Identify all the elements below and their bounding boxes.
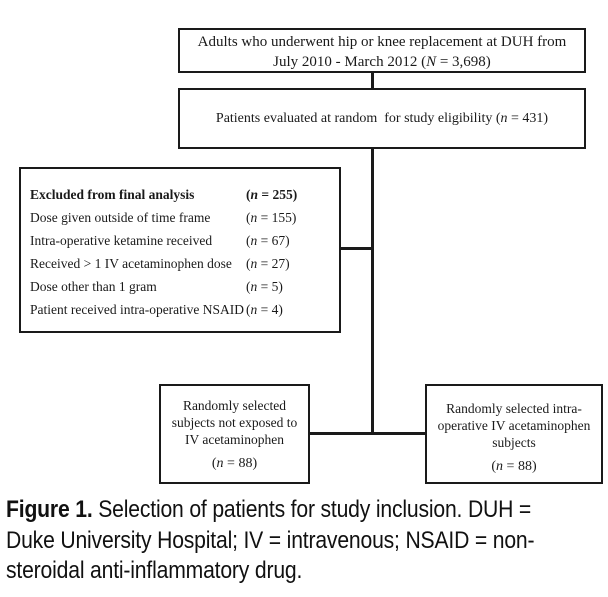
- flow-box-treatment-arm: Randomly selected intra- operative IV ac…: [425, 384, 603, 484]
- italic-n: n: [500, 110, 508, 126]
- flow-box-eligibility: Patients evaluated at random for study e…: [178, 88, 586, 149]
- connector-main-vertical: [371, 148, 374, 434]
- connector-arms-horizontal: [308, 432, 427, 435]
- caption-line1: Figure 1. Selection of patients for stud…: [6, 496, 532, 523]
- treatment-line1: Randomly selected intra-: [446, 401, 582, 416]
- treatment-line3: subjects: [492, 435, 536, 450]
- figure-caption: Figure 1. Selection of patients for stud…: [6, 495, 608, 587]
- excluded-row: Intra-operative ketamine received (n = 6…: [30, 229, 333, 252]
- caption-line3: steroidal anti-inflammatory drug.: [6, 557, 303, 584]
- control-n: (n = 88): [211, 456, 258, 471]
- control-line3: IV acetaminophen: [184, 432, 285, 447]
- control-line1: Randomly selected: [182, 398, 287, 413]
- excluded-count: (n = 67): [246, 233, 290, 248]
- excluded-count: (n = 155): [246, 210, 297, 225]
- caption-line2: Duke University Hospital; IV = intraveno…: [6, 526, 535, 554]
- population-line1: Adults who underwent hip or knee replace…: [197, 34, 567, 50]
- excluded-count: (n = 255): [246, 187, 298, 202]
- treatment-n: (n = 88): [491, 459, 537, 474]
- flow-box-control-arm: Randomly selected subjects not exposed t…: [159, 384, 310, 484]
- flow-box-excluded: Excluded from final analysis (n = 255) D…: [19, 167, 341, 333]
- flow-box-population: Adults who underwent hip or knee replace…: [178, 28, 586, 73]
- eligibility-text: Patients evaluated at random for study e…: [215, 110, 501, 126]
- excluded-row: Excluded from final analysis (n = 255): [30, 183, 333, 206]
- treatment-line2: operative IV acetaminophen: [437, 418, 591, 433]
- excluded-count: (n = 4): [246, 302, 283, 317]
- figure-label: Figure 1.: [6, 496, 93, 523]
- connector-excluded-stub: [339, 247, 373, 250]
- population-line2: July 2010 - March 2012 (N = 3,698): [273, 54, 491, 70]
- excluded-row: Patient received intra-operative NSAID (…: [30, 298, 333, 321]
- excluded-count: (n = 27): [246, 256, 290, 271]
- excluded-row: Dose other than 1 gram (n = 5): [30, 275, 333, 298]
- italic-N: N: [426, 54, 437, 70]
- excluded-count: (n = 5): [246, 279, 283, 294]
- control-line2: subjects not exposed to: [171, 415, 298, 430]
- excluded-row: Received > 1 IV acetaminophen dose (n = …: [30, 252, 333, 275]
- connector-top-vertical: [371, 71, 374, 89]
- excluded-row: Dose given outside of time frame (n = 15…: [30, 206, 333, 229]
